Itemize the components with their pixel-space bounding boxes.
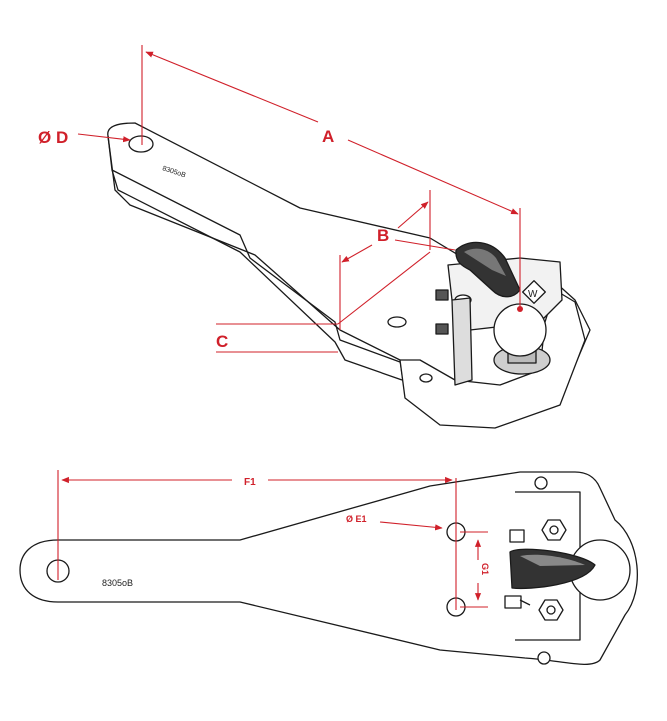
arm-hole-d — [128, 135, 154, 153]
label-f1: F1 — [244, 477, 256, 488]
dim-b-line-1 — [341, 244, 373, 263]
hex-nut-bottom-center — [546, 605, 556, 615]
coupling-pillar — [451, 297, 473, 386]
label-b: B — [377, 226, 389, 245]
dim-b-helper — [394, 239, 456, 251]
isometric-dimensions — [77, 45, 521, 353]
dim-a-line-1 — [145, 51, 319, 123]
dim-a-line-2 — [347, 139, 519, 215]
label-d: Ø D — [38, 128, 68, 147]
logo-badge — [522, 280, 546, 304]
side-bolt-1 — [435, 289, 449, 301]
plan-hole-corner-tl — [534, 476, 548, 490]
label-c: C — [216, 332, 228, 351]
plan-clip-bottom — [504, 595, 522, 609]
plan-dimensions — [57, 470, 488, 610]
dim-b-line-2 — [397, 201, 429, 229]
dim-d-leader — [77, 133, 131, 143]
plate-hole — [387, 316, 407, 328]
plan-clip-lever — [519, 599, 531, 606]
tow-arm-side-edge — [111, 169, 403, 381]
tow-ball-centre — [517, 306, 523, 312]
label-e1: Ø E1 — [346, 514, 367, 524]
plan-hole-corner-bl — [537, 651, 551, 665]
dim-c-diagonal — [337, 251, 431, 325]
plan-clip-top — [509, 529, 525, 543]
plan-part-number: 8305oB — [102, 578, 133, 588]
side-bolt-2 — [435, 323, 449, 335]
label-g1: G1 — [480, 563, 490, 575]
logo-glyph: W — [528, 289, 538, 300]
coupling-handle-hi — [464, 248, 506, 276]
isometric-view: W 8305oB — [107, 122, 591, 429]
hex-nut-top-center — [549, 525, 559, 535]
plan-handle-hi — [520, 554, 585, 566]
plate-hole-small — [419, 373, 433, 383]
label-a: A — [322, 127, 334, 146]
plan-view: 8305oB — [19, 471, 638, 666]
plan-arm-outline — [19, 471, 638, 666]
dim-e1-leader — [379, 521, 443, 531]
